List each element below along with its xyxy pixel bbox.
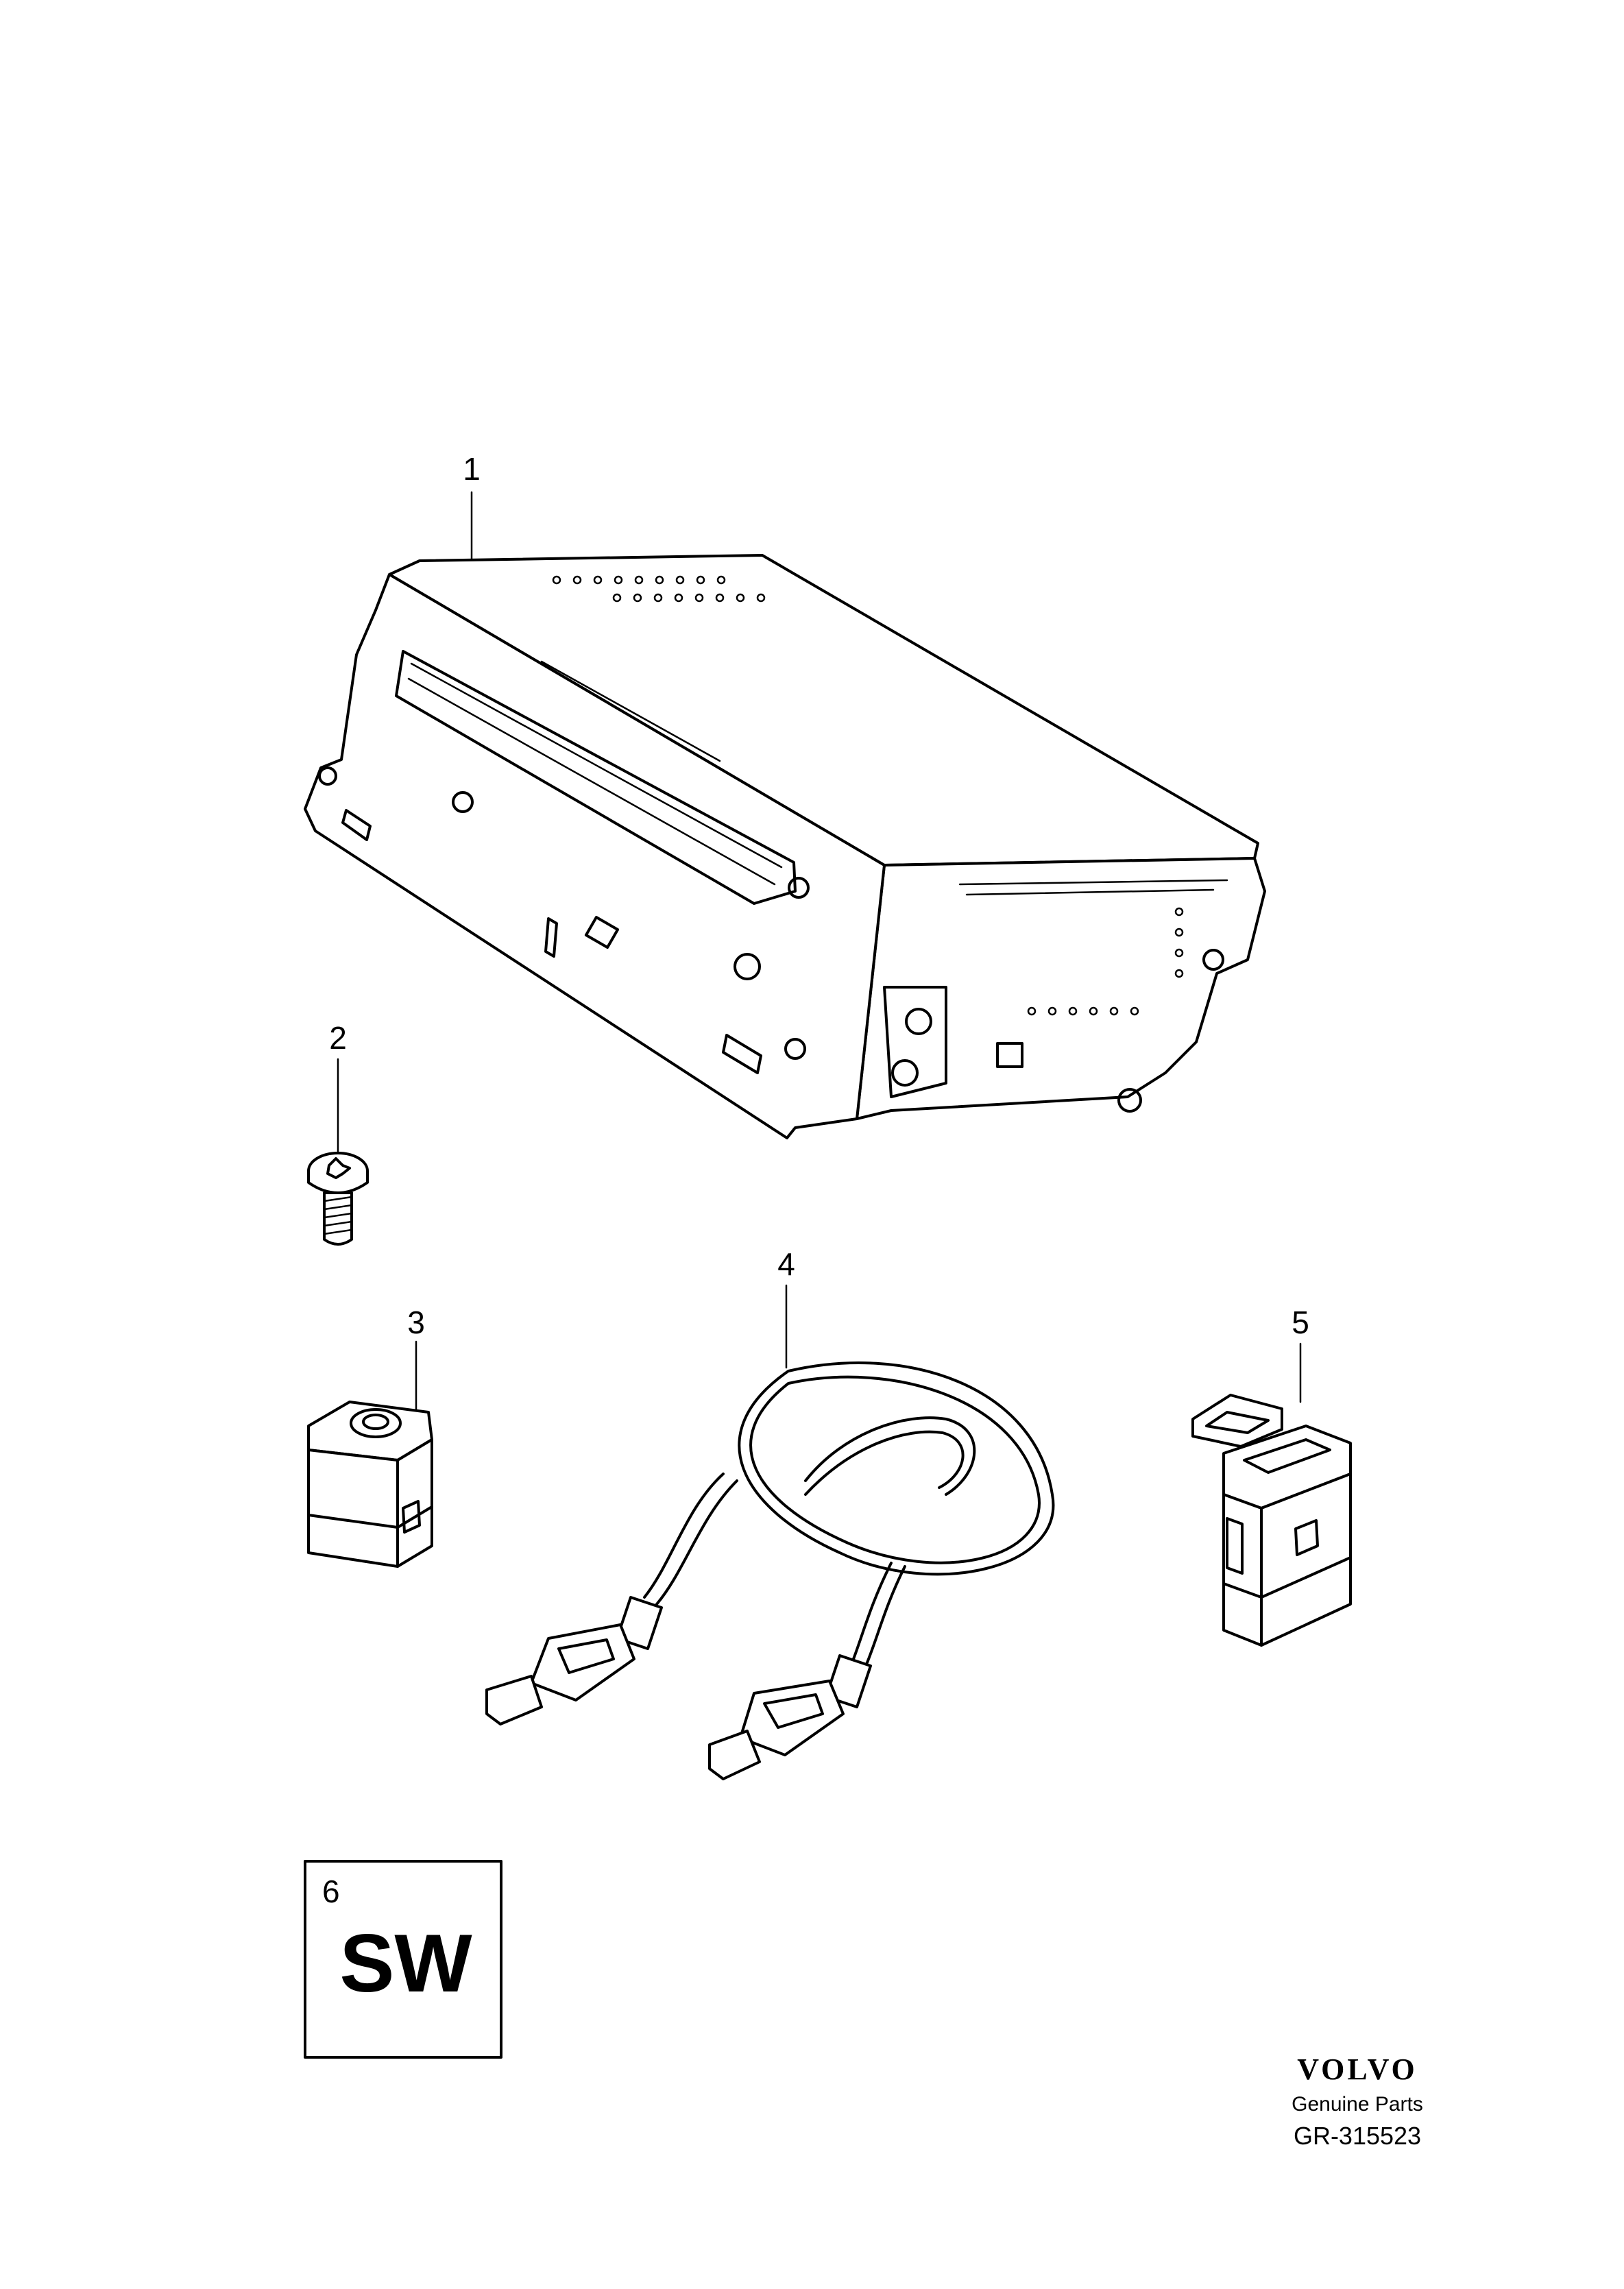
software-label: SW [339,1917,472,2009]
footer-subtitle: Genuine Parts [1292,2093,1423,2116]
screw-drawing [307,1058,369,1246]
callout-number-6: 6 [322,1874,340,1909]
callout-number-1: 1 [463,451,481,487]
aux-socket-drawing [307,1340,433,1568]
callout-number-2: 2 [329,1020,347,1056]
footer: VOLVO Genuine Parts GR-315523 [1292,2052,1423,2150]
callout-number-5: 5 [1292,1305,1309,1340]
callout-number-4: 4 [777,1246,795,1282]
callout-number-3: 3 [407,1305,425,1340]
brand-logo: VOLVO [1297,2052,1418,2086]
usb-cable-drawing [485,1284,1055,1780]
software-box-frame [304,1860,502,2059]
diagram-reference: GR-315523 [1294,2122,1421,2150]
radio-unit-drawing [304,491,1266,1139]
usb-socket-drawing [1191,1342,1352,1647]
software-box: 6 SW [304,1860,502,2059]
